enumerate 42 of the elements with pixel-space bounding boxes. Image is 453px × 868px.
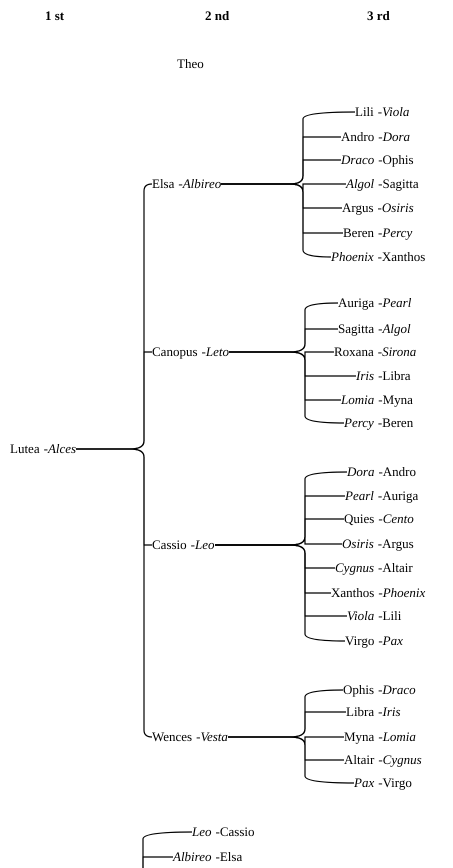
name-pair: Lutea -Alces bbox=[10, 441, 76, 457]
name-pair: Roxana -Sirona bbox=[334, 344, 416, 360]
name-pair: Cassio -Leo bbox=[152, 537, 215, 553]
name-pair: Lili -Viola bbox=[355, 104, 410, 120]
name-pair: Percy -Beren bbox=[344, 415, 414, 431]
bracket-line bbox=[229, 351, 344, 424]
name-pair: Andro -Dora bbox=[341, 129, 410, 145]
name-pair: Iris -Libra bbox=[356, 368, 411, 384]
name-pair: Altair -Cygnus bbox=[344, 752, 422, 768]
name-pair: Elsa -Albireo bbox=[152, 176, 222, 192]
name-pair: Dora -Andro bbox=[347, 464, 416, 480]
column-heading: 2 nd bbox=[205, 8, 230, 24]
name-pair: Leo -Cassio bbox=[192, 824, 254, 840]
bracket-line bbox=[228, 736, 354, 784]
name-pair: Beren -Percy bbox=[343, 225, 412, 241]
column-heading: 1 st bbox=[45, 8, 64, 24]
name-pair: Phoenix -Xanthos bbox=[331, 249, 426, 265]
name-pair: Draco -Ophis bbox=[341, 152, 414, 168]
name-pair: Auriga -Pearl bbox=[338, 295, 412, 311]
name-pair: Osiris -Argus bbox=[342, 536, 414, 552]
name-pair: Wences -Vesta bbox=[152, 729, 228, 745]
column-heading: 3 rd bbox=[367, 8, 390, 24]
name-pair: Quies -Cento bbox=[344, 511, 414, 527]
name-pair: Myna -Lomia bbox=[344, 729, 416, 745]
name-label: Theo bbox=[177, 56, 204, 72]
name-pair: Lomia -Myna bbox=[341, 392, 413, 408]
name-pair: Canopus -Leto bbox=[152, 344, 229, 360]
name-pair: Cygnus -Altair bbox=[335, 560, 413, 576]
name-pair: Pearl -Auriga bbox=[345, 488, 418, 504]
bracket-line bbox=[221, 183, 331, 258]
name-pair: Ophis -Draco bbox=[343, 682, 416, 698]
name-pair: Sagitta -Algol bbox=[338, 321, 411, 337]
name-pair: Viola -Lili bbox=[347, 608, 402, 624]
bracket-line bbox=[142, 856, 173, 868]
name-pair: Xanthos -Phoenix bbox=[331, 585, 426, 601]
name-pair: Pax -Virgo bbox=[354, 775, 412, 791]
name-pair: Libra -Iris bbox=[346, 704, 401, 720]
name-pair: Argus -Osiris bbox=[342, 200, 414, 216]
name-pair: Virgo -Pax bbox=[345, 633, 403, 649]
name-pair: Albireo -Elsa bbox=[173, 849, 242, 865]
name-pair: Algol -Sagitta bbox=[346, 176, 419, 192]
bracket-line bbox=[215, 544, 345, 642]
